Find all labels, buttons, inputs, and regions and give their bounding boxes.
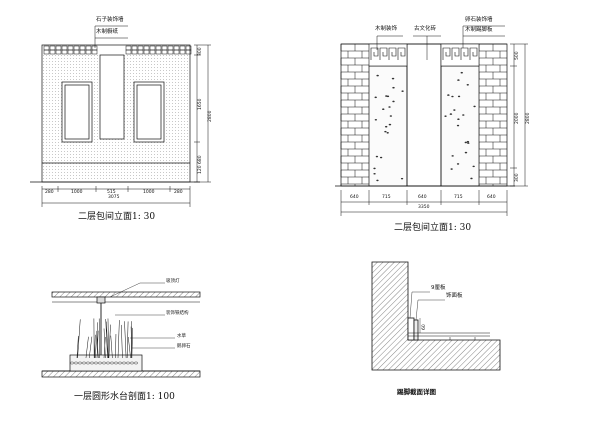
callout-detail-1: 9厘板: [431, 285, 446, 291]
dim-right-b1: 640: [350, 195, 359, 200]
dim-left-b2: 1000: [71, 190, 83, 195]
title-section: 一层圆形水台剖面1: 100: [74, 392, 175, 402]
dim-left-b4: 1000: [143, 190, 155, 195]
callout-left-2: 木制橱纸: [96, 29, 119, 35]
right-elevation: [335, 25, 528, 216]
dim-right-total: 3350: [418, 205, 430, 210]
title-detail: 踢脚截面详图: [397, 388, 436, 396]
dim-right-r3: 300: [515, 173, 520, 182]
callout-right-4: 木制踢脚板: [465, 27, 493, 33]
section-water-platform: [41, 282, 201, 378]
dim-left-r2: 1650: [198, 98, 203, 110]
callout-right-3: 卵石装饰墙: [465, 17, 493, 23]
callout-right-1: 木制装饰: [375, 26, 398, 32]
dim-left-b5: 280: [174, 190, 183, 195]
callout-section-4: 鹅卵石: [177, 344, 191, 349]
callout-left-1: 石子装饰墙: [96, 17, 124, 23]
title-left-elevation: 二层包间立面1: 30: [78, 212, 156, 222]
dim-right-r1: 500: [515, 51, 520, 60]
dim-left-b1: 280: [45, 190, 54, 195]
dim-detail: 60: [422, 324, 427, 330]
callout-right-2: 古文化砖: [414, 26, 437, 32]
dim-right-r-total: 2800: [526, 112, 531, 124]
dim-left-r-total: 2800: [208, 110, 213, 122]
dim-right-b3: 640: [418, 195, 427, 200]
dim-right-b4: 715: [454, 195, 463, 200]
callout-section-3: 水草: [177, 334, 186, 339]
callout-detail-2: 饰面板: [446, 293, 463, 299]
dim-right-b2: 715: [382, 195, 391, 200]
dim-left-total: 3075: [108, 195, 120, 200]
dim-left-r1: 300: [198, 47, 203, 56]
callout-section-2: 装饰铁结构: [166, 311, 189, 316]
detail-baseboard: [371, 261, 501, 371]
dim-left-r3: 120 680: [198, 155, 203, 174]
dim-right-b5: 640: [487, 195, 496, 200]
left-elevation: [30, 25, 211, 207]
callout-section-1: 吸顶灯: [166, 279, 180, 284]
title-right-elevation: 二层包间立面1: 30: [394, 223, 472, 233]
dim-right-r2: 2000: [515, 112, 520, 124]
dim-left-b3: 515: [107, 190, 116, 195]
